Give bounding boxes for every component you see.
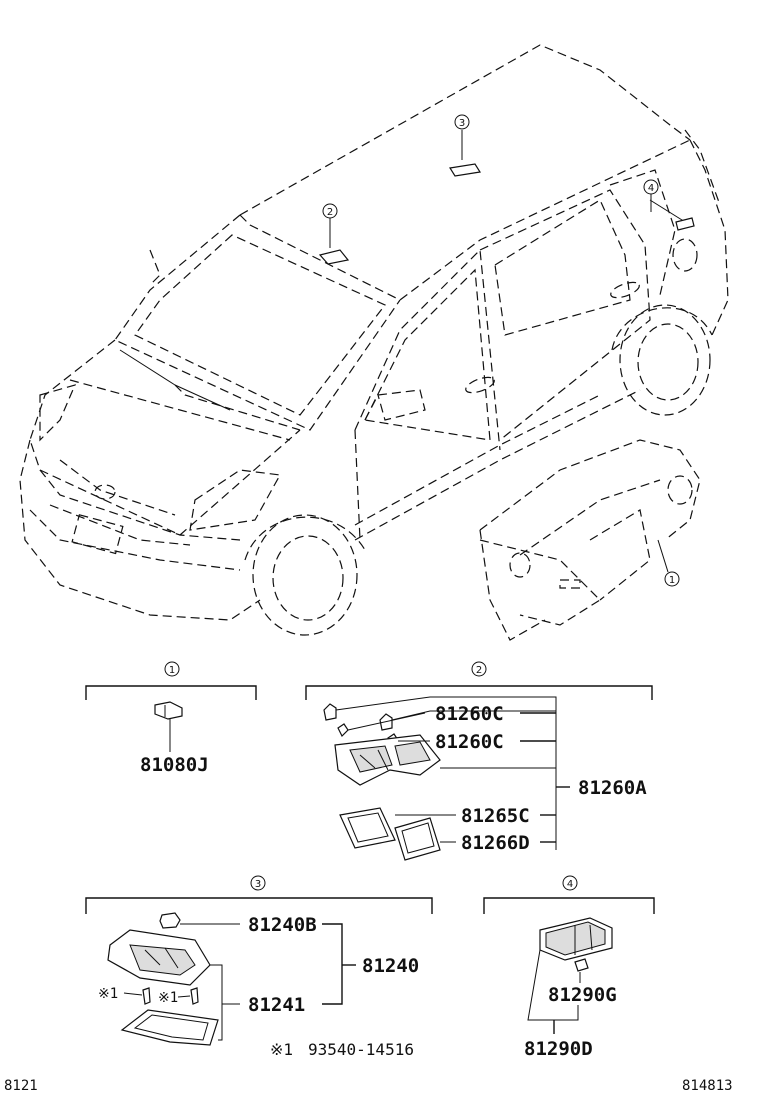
part-81260A: 81260A — [578, 777, 647, 799]
callout-car-3: 3 — [454, 114, 470, 130]
footnote-mark: ※1 — [270, 1040, 293, 1059]
part-81260C-a: 81260C — [435, 703, 504, 725]
callout-number: 2 — [327, 207, 333, 218]
callout-number: 4 — [567, 879, 573, 890]
section-1: 1 81080J — [85, 661, 257, 776]
part-81240: 81240 — [362, 955, 419, 977]
callout-number: 3 — [459, 118, 465, 129]
instrument-panel — [479, 439, 701, 641]
part-81241: 81241 — [248, 994, 305, 1016]
callout-car-4: 4 — [643, 179, 659, 195]
footnote-part: 93540-14516 — [308, 1040, 414, 1059]
callout-number: 1 — [169, 665, 175, 676]
part-81290G: 81290G — [548, 984, 617, 1006]
callout-number: 2 — [476, 665, 482, 676]
section-2: 2 81260C 81260C 81260A 81265C — [305, 661, 653, 861]
footer-left-code: 8121 — [4, 1078, 38, 1094]
screw-mark-a: ※1 — [98, 986, 118, 1002]
part-81265C: 81265C — [461, 805, 530, 827]
screw-mark-b: ※1 — [158, 990, 178, 1006]
part-81240B: 81240B — [248, 914, 317, 936]
car-lamp-markers — [318, 130, 695, 265]
vehicle-outline — [19, 44, 729, 636]
part-81290D: 81290D — [524, 1038, 593, 1060]
callout-number: 3 — [255, 879, 261, 890]
callout-number: 4 — [648, 183, 654, 194]
callout-number: 1 — [669, 575, 675, 586]
callout-car-2: 2 — [322, 203, 338, 219]
part-81266D: 81266D — [461, 832, 530, 854]
section-3: 3 ※1 ※1 81240B 81240 81241 ※1 93540-1451… — [85, 875, 433, 1059]
callout-car-1: 1 — [664, 571, 680, 587]
part-81260C-b: 81260C — [435, 731, 504, 753]
part-81080J: 81080J — [140, 754, 209, 776]
footer-right-code: 814813 — [682, 1078, 733, 1094]
section-4: 4 81290G 81290D — [483, 875, 655, 1060]
